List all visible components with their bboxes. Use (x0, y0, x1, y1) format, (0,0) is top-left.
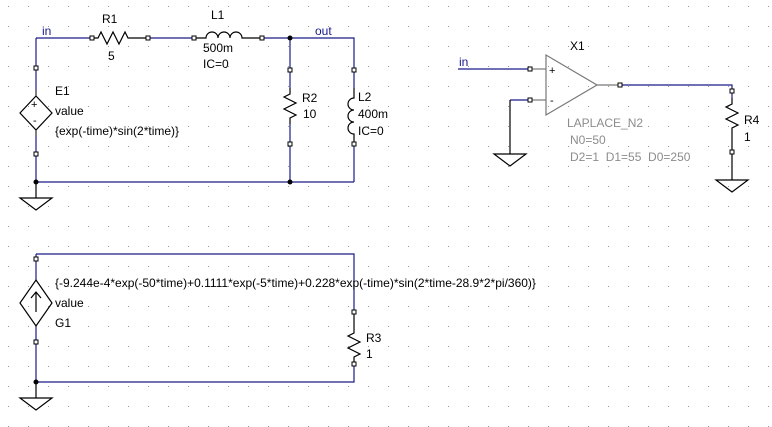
l1-ic: IC=0 (203, 57, 229, 71)
x1-model: LAPLACE_N2 (567, 116, 643, 130)
ground-symbol[interactable] (18, 182, 54, 211)
ground-symbol[interactable] (492, 100, 528, 167)
wire[interactable] (620, 84, 733, 98)
opamp-x1[interactable]: + - X1 LAPLACE_N2 N0=50 D2=1 D1=55 D0=25… (527, 39, 691, 164)
g1-expression[interactable]: {-9.244e-4*exp(-50*time)+0.1111*exp(-5*t… (55, 276, 536, 290)
source-g1[interactable]: G1 value {-9.244e-4*exp(-50*time)+0.1111… (19, 256, 536, 345)
inductor-l2[interactable]: L2 400m IC=0 (347, 67, 388, 147)
resistor-r4[interactable]: R4 1 (724, 88, 760, 180)
l2-ref: L2 (358, 90, 372, 104)
e1-expression[interactable]: {exp(-time)*sin(2*time)} (55, 124, 179, 138)
g1-type: value (55, 296, 84, 310)
opamp-minus-symbol: - (550, 95, 554, 107)
ground-symbol[interactable] (714, 179, 750, 193)
circuit-g1: G1 value {-9.244e-4*exp(-50*time)+0.1111… (18, 253, 536, 411)
source-e1[interactable]: + - E1 value {exp(-time)*sin(2*time)} (19, 65, 179, 157)
resistor-r2[interactable]: R2 10 (282, 67, 318, 147)
r4-value: 1 (744, 130, 751, 144)
opamp-plus-symbol: + (549, 65, 555, 77)
r3-ref: R3 (366, 331, 382, 345)
x1-ref: X1 (570, 39, 585, 53)
l2-ic: IC=0 (358, 124, 384, 138)
net-label-out[interactable]: out (315, 24, 332, 38)
wire[interactable] (36, 253, 355, 312)
net-label-in-x1[interactable]: in (459, 55, 468, 69)
e1-plus-symbol: + (31, 99, 37, 111)
inductor-l1[interactable]: L1 500m IC=0 (191, 8, 265, 71)
junction-dot (287, 35, 293, 41)
l1-ref: L1 (211, 8, 225, 22)
l1-value: 500m (203, 41, 233, 55)
junction-dot (287, 179, 293, 185)
net-label-in[interactable]: in (42, 24, 51, 38)
e1-type: value (55, 104, 84, 118)
x1-params: D2=1 D1=55 D0=250 (570, 150, 691, 164)
r3-value: 1 (366, 347, 373, 361)
r2-ref: R2 (302, 91, 318, 105)
x1-n0: N0=50 (570, 133, 606, 147)
circuit-x1: in + - X1 LAPLACE_N2 N0=50 D2=1 D1=55 D0… (458, 39, 760, 193)
l2-value: 400m (358, 107, 388, 121)
ground-symbol[interactable] (18, 382, 54, 411)
resistor-r1[interactable]: R1 5 (89, 12, 151, 63)
g1-ref: G1 (55, 316, 71, 330)
e1-ref: E1 (55, 84, 70, 98)
r1-value: 5 (108, 49, 115, 63)
r2-value: 10 (303, 107, 317, 121)
r1-ref: R1 (102, 12, 118, 26)
wire[interactable] (35, 326, 355, 383)
circuit-e1: in out R1 5 L1 500m IC=0 + - (18, 8, 388, 211)
resistor-r3[interactable]: R3 1 (346, 309, 382, 367)
r4-ref: R4 (744, 113, 760, 127)
e1-minus-symbol: - (33, 115, 37, 127)
